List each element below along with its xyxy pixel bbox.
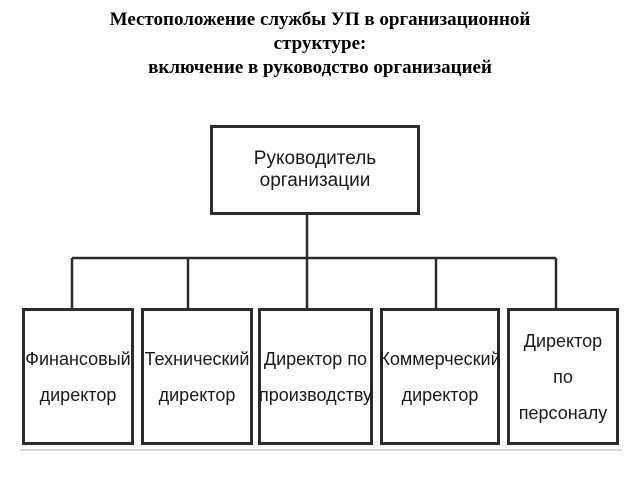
child-box-production-director: Директор по производству [258,308,373,445]
title-line-3: включение в руководство организацией [148,57,492,78]
root-box-organization-head: Руководитель организации [210,125,420,215]
child-box-label-line1: Коммерческий [379,348,501,369]
child-box-label-line1: Директор по [263,348,368,369]
child-box-label-line1: Финансовый [25,348,131,369]
slide-title: Местоположение службы УП в организационн… [20,8,620,80]
child-box-label-line2: директор [401,384,479,405]
child-box-label-line2: директор [39,384,117,405]
child-box-finance-director: Финансовый директор [22,308,134,445]
title-line-2: структуре: [273,33,367,54]
child-box-label-line1: Директор по [523,330,603,387]
child-box-label-line2: производству [259,384,372,405]
child-box-technical-director: Технический директор [141,308,253,445]
child-box-hr-director: Директор по персоналу [507,308,619,445]
child-box-label-line2: директор [158,384,236,405]
child-box-label-line1: Технический [144,348,250,369]
chart-bottom-edge [20,449,622,451]
title-line-1: Местоположение службы УП в организационн… [109,9,531,30]
root-box-label: Руководитель организации [253,148,377,191]
child-box-label-line2: персоналу [518,402,608,423]
child-box-commercial-director: Коммерческий директор [379,308,501,445]
